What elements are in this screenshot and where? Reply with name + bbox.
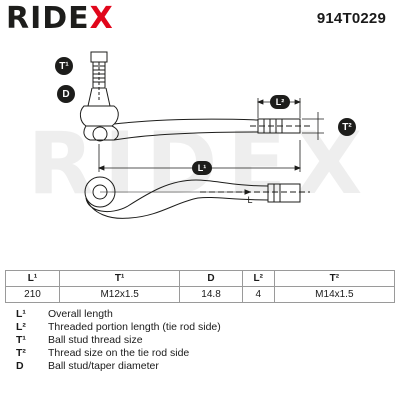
value-l1: 210 [4, 286, 61, 303]
part-number: 914T0229 [316, 10, 386, 27]
technical-drawing: RIDEX [0, 40, 400, 265]
legend-text: Threaded portion length (tie rod side) [48, 321, 221, 333]
legend-row: T² Thread size on the tie rod side [8, 347, 388, 360]
header-l1: L¹ [4, 270, 61, 287]
legend-text: Ball stud thread size [48, 334, 143, 346]
legend-key: D [16, 360, 24, 372]
legend-key: L¹ [16, 308, 26, 320]
side-view [79, 51, 312, 142]
callout-t2: T² [338, 118, 356, 136]
legend-text: Overall length [48, 308, 113, 320]
callout-d: D [57, 85, 75, 103]
value-d: 14.8 [179, 286, 243, 303]
legend-text: Ball stud/taper diameter [48, 360, 159, 372]
specs-header-row: L¹ T¹ D L² T² [4, 270, 396, 287]
legend-key: L² [16, 321, 26, 333]
legend-text: Thread size on the tie rod side [48, 347, 190, 359]
brand-logo: RIDEX [6, 4, 114, 34]
specs-value-row: 210 M12x1.5 14.8 4 M14x1.5 [4, 286, 396, 303]
header-t1: T¹ [59, 270, 181, 287]
value-t2: M14x1.5 [273, 286, 396, 303]
header-d: D [179, 270, 243, 287]
header-t2: T² [273, 270, 396, 287]
legend-key: T² [16, 347, 26, 359]
legend-row: D Ball stud/taper diameter [8, 360, 388, 373]
legend-key: T¹ [16, 334, 26, 346]
dimension-l2 [256, 98, 302, 118]
dim-label-l2: L² [270, 95, 290, 109]
legend-row: L¹ Overall length [8, 308, 388, 321]
value-l2: 4 [241, 286, 275, 303]
legend-row: L² Threaded portion length (tie rod side… [8, 321, 388, 334]
tie-rod-end-illustration [79, 51, 324, 219]
legend-row: T¹ Ball stud thread size [8, 334, 388, 347]
stud-nut [90, 51, 108, 63]
specs-table: L¹ T¹ D L² T² 210 M12x1.5 14.8 4 M14x1.5 [4, 270, 396, 303]
header-l2: L² [241, 270, 275, 287]
value-t1: M12x1.5 [59, 286, 181, 303]
callout-t1: T¹ [55, 57, 73, 75]
legend: L¹ Overall length L² Threaded portion le… [8, 308, 388, 373]
dim-label-l1: L¹ [192, 161, 212, 175]
dim-label-l: L [247, 195, 253, 205]
logo-accent-letter: X [89, 1, 114, 36]
top-view [84, 176, 310, 219]
dimension-t2 [302, 112, 324, 140]
logo-text: RIDEX [6, 1, 114, 36]
